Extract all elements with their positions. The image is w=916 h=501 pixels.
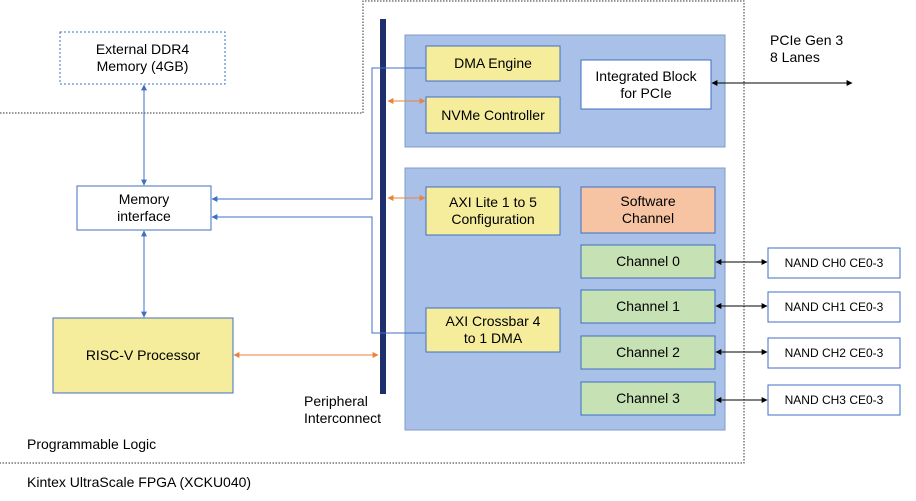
channel-0-box <box>580 244 716 279</box>
fpga-label: Kintex UltraScale FPGA (XCKU040) <box>27 474 252 490</box>
axi-lite-line2: Configuration <box>451 211 535 227</box>
nvme-controller-label: NVMe Controller <box>441 106 545 123</box>
memory-interface-box <box>76 185 212 231</box>
nand-1-label: NAND CH1 CE0-3 <box>784 299 884 314</box>
peripheral-bus <box>380 19 386 394</box>
external-memory-line2: Memory (4GB) <box>96 58 189 74</box>
nand-3-label: NAND CH3 CE0-3 <box>784 392 884 407</box>
channel-1-box <box>580 289 716 324</box>
dma-to-memif-path <box>211 67 425 202</box>
memory-interface-label: Memory interface <box>77 186 211 230</box>
peripheral-line2: Interconnect <box>304 410 382 426</box>
axi-crossbar-line1: AXI Crossbar 4 <box>445 313 541 329</box>
axi-lite-line1: AXI Lite 1 to 5 <box>449 194 537 210</box>
memory-interface-line2: interface <box>117 208 171 224</box>
risc-v-label: RISC-V Processor <box>85 347 201 363</box>
axi-crossbar-line2: to 1 DMA <box>463 330 523 346</box>
external-memory-label: External DDR4 Memory (4GB) <box>60 32 225 84</box>
integrated-block-line2: for PCIe <box>620 84 672 101</box>
channel-2-box <box>580 335 716 370</box>
integrated-block-line1: Integrated Block <box>595 67 697 84</box>
axi-crossbar-box <box>425 307 561 353</box>
axi-lite-box <box>425 186 561 236</box>
software-channel-label: Software Channel <box>581 187 715 233</box>
pcie-gen-label: PCIe Gen 3 8 Lanes <box>770 32 843 66</box>
pcie-gen-line2: 8 Lanes <box>770 49 820 65</box>
nvme-controller-box <box>425 96 561 134</box>
dma-engine-box <box>425 45 561 82</box>
channel-0-label: Channel 0 <box>616 253 680 269</box>
nand-0-label: NAND CH0 CE0-3 <box>784 255 884 270</box>
nand-2-box <box>767 337 901 369</box>
axi-lite-label: AXI Lite 1 to 5 Configuration <box>426 187 560 235</box>
memory-interface-line1: Memory <box>118 191 170 207</box>
nand-2-label: NAND CH2 CE0-3 <box>784 345 884 360</box>
integrated-block-box <box>580 59 712 110</box>
peripheral-line1: Peripheral <box>304 393 368 409</box>
software-channel-box <box>580 186 716 234</box>
external-memory-line1: External DDR4 <box>95 41 190 57</box>
software-channel-line1: Software <box>620 193 676 209</box>
nand-3-box <box>767 384 901 416</box>
risc-v-box <box>52 317 234 394</box>
channel-1-label: Channel 1 <box>616 298 680 314</box>
crossbar-to-memif-path <box>211 214 425 334</box>
channel-2-label: Channel 2 <box>616 344 680 360</box>
software-channel-line2: Channel <box>621 210 675 226</box>
channel-3-label: Channel 3 <box>616 390 680 406</box>
peripheral-interconnect-label: Peripheral Interconnect <box>304 393 381 427</box>
programmable-logic-label: Programmable Logic <box>27 436 157 452</box>
channel-3-box <box>580 381 716 416</box>
axi-crossbar-label: AXI Crossbar 4 to 1 DMA <box>426 308 560 352</box>
nand-0-box <box>767 247 901 279</box>
nand-1-box <box>767 291 901 323</box>
external-memory-box <box>59 31 226 85</box>
integrated-block-label: Integrated Block for PCIe <box>581 60 711 109</box>
pcie-gen-line1: PCIe Gen 3 <box>770 32 844 48</box>
dma-engine-label: DMA Engine <box>454 55 532 71</box>
